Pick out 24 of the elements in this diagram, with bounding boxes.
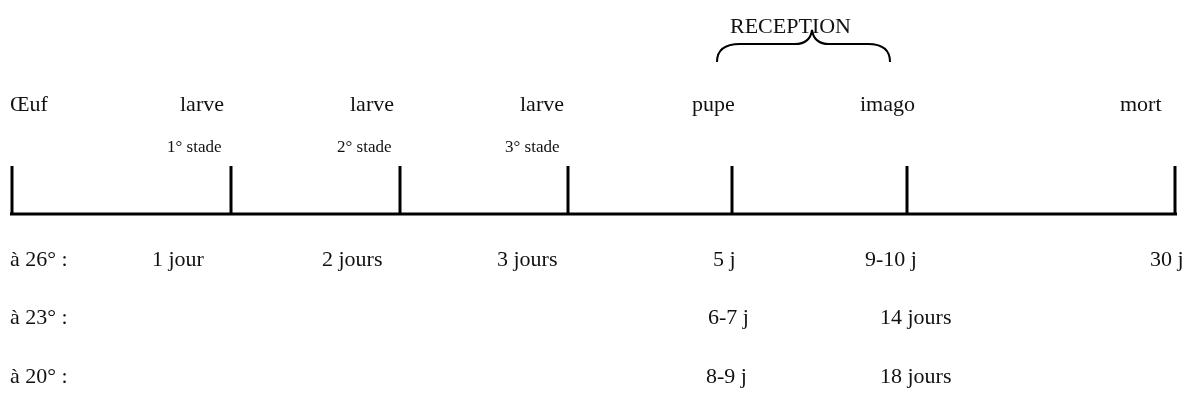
stage-note: 1° stade <box>167 138 222 157</box>
duration-label: 18 jours <box>880 364 952 389</box>
stage-note: 2° stade <box>337 138 392 157</box>
stage-note: 3° stade <box>505 138 560 157</box>
stage-label: pupe <box>692 92 735 117</box>
duration-label: 3 jours <box>497 247 558 272</box>
duration-label: 9-10 j <box>865 247 917 272</box>
temperature-label: à 26° : <box>10 247 68 272</box>
duration-label: 6-7 j <box>708 305 749 330</box>
duration-label: 8-9 j <box>706 364 747 389</box>
stage-label: Œuf <box>10 92 48 117</box>
temperature-label: à 23° : <box>10 305 68 330</box>
temperature-label: à 20° : <box>10 364 68 389</box>
stage-label: imago <box>860 92 915 117</box>
stage-label: larve <box>520 92 564 117</box>
duration-label: 1 jour <box>152 247 204 272</box>
stage-label: larve <box>350 92 394 117</box>
stage-label: mort <box>1120 92 1162 117</box>
bracket-label: RECEPTION <box>730 14 851 39</box>
duration-label: 30 j <box>1150 247 1184 272</box>
stage-label: larve <box>180 92 224 117</box>
duration-label: 5 j <box>713 247 736 272</box>
duration-label: 14 jours <box>880 305 952 330</box>
duration-label: 2 jours <box>322 247 383 272</box>
